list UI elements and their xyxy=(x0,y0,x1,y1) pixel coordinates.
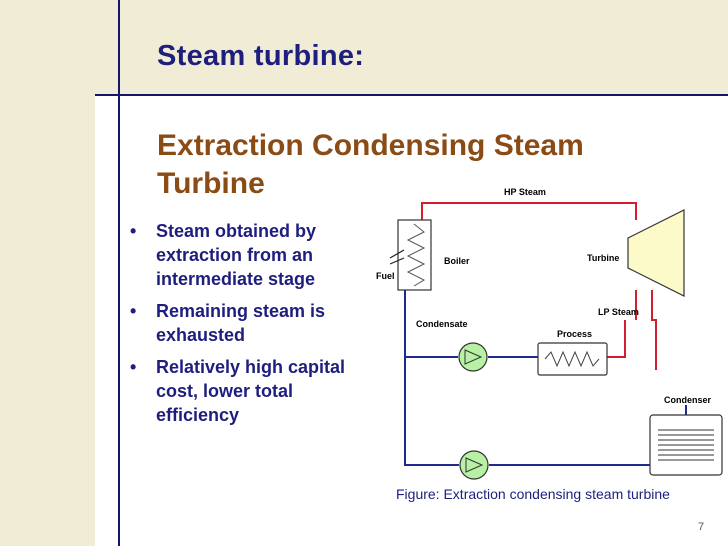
fuel-injector-line xyxy=(389,257,405,265)
pump-circle xyxy=(458,342,488,372)
vertical-rule xyxy=(118,0,120,546)
subheading-line-2: Turbine xyxy=(157,167,265,200)
bullet-item: • Remaining steam is exhausted xyxy=(126,299,366,347)
lp-steam-label: LP Steam xyxy=(598,307,639,317)
pump-arrow-icon xyxy=(464,349,483,365)
bullet-list: • Steam obtained by extraction from an in… xyxy=(126,219,366,435)
boiler-coil xyxy=(406,223,426,287)
turbine-label: Turbine xyxy=(587,253,619,263)
condensate-label: Condensate xyxy=(416,319,468,329)
slide-subheading: Extraction Condensing Steam Turbine xyxy=(157,127,677,203)
hp-steam-label: HP Steam xyxy=(504,187,546,197)
boiler xyxy=(389,219,432,291)
figure-caption: Figure: Extraction condensing steam turb… xyxy=(396,486,670,502)
fuel-injector-line xyxy=(389,249,405,259)
condenser xyxy=(649,414,723,476)
lp-steam-line xyxy=(607,320,626,358)
condenser-coil xyxy=(658,429,714,461)
bullet-item: • Steam obtained by extraction from an in… xyxy=(126,219,366,291)
bullet-dot: • xyxy=(130,357,137,377)
left-decor-band xyxy=(0,0,95,546)
bullet-item: • Relatively high capital cost, lower tot… xyxy=(126,355,366,427)
bullet-dot: • xyxy=(130,221,137,241)
process-label: Process xyxy=(557,329,592,339)
bullet-dot: • xyxy=(130,301,137,321)
bullet-text: Remaining steam is exhausted xyxy=(156,301,326,345)
page-number: 7 xyxy=(698,521,705,533)
process-unit xyxy=(537,342,608,376)
steam-lines xyxy=(421,202,657,370)
horizontal-rule xyxy=(95,94,728,96)
condenser-label: Condenser xyxy=(664,395,712,405)
boiler-label: Boiler xyxy=(444,256,470,266)
bullet-text: Steam obtained by extraction from an int… xyxy=(156,221,317,289)
water-lines xyxy=(404,290,687,475)
bullet-text: Relatively high capital cost, lower tota… xyxy=(156,357,346,425)
left-return-line xyxy=(404,290,459,466)
pump-arrow-icon xyxy=(465,457,484,473)
feedwater-pump xyxy=(459,450,489,480)
process-coil xyxy=(544,350,600,368)
slide-heading: Steam turbine: xyxy=(157,40,365,72)
turbine-shape xyxy=(627,209,685,297)
fuel-label: Fuel xyxy=(376,271,395,281)
condensate-pump xyxy=(458,342,488,372)
boiler-box xyxy=(397,219,432,291)
subheading-line-1: Extraction Condensing Steam xyxy=(157,129,584,162)
hp-steam-line xyxy=(421,202,637,232)
top-decor-band xyxy=(95,0,728,96)
pump-circle xyxy=(459,450,489,480)
turbine-exhaust-line xyxy=(651,290,657,370)
